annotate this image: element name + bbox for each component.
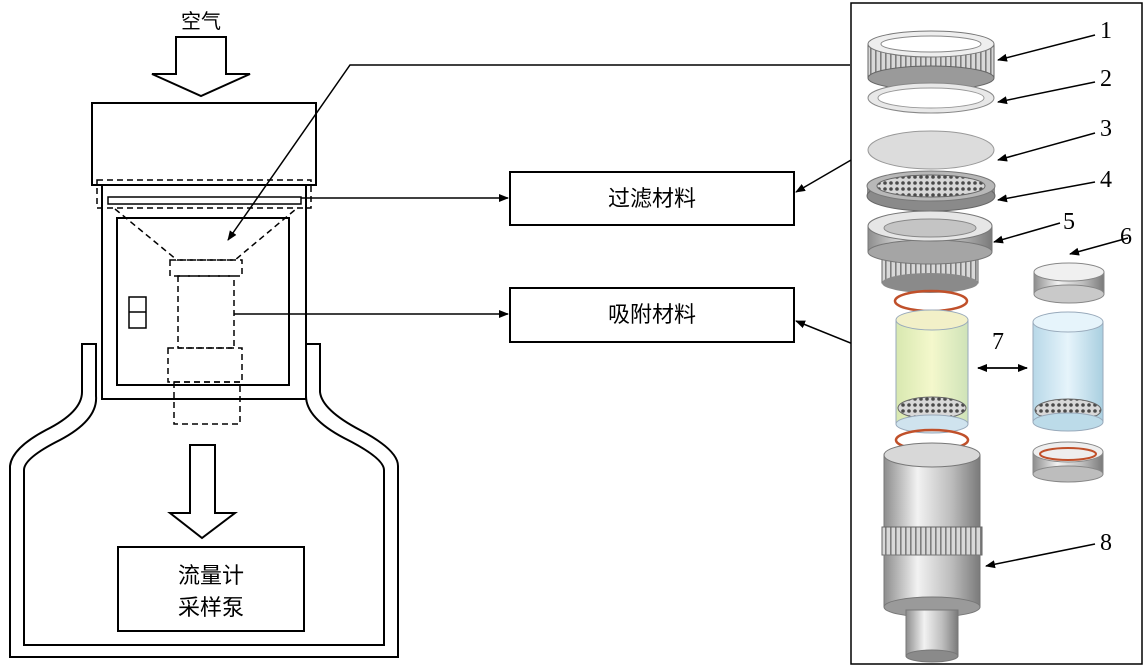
part-number-8: 8 bbox=[1100, 530, 1112, 556]
part-number-1: 1 bbox=[1100, 18, 1112, 44]
adsorbent-material-box bbox=[509, 287, 795, 343]
detail-pointer bbox=[227, 64, 850, 241]
sampling-pump-label: 采样泵 bbox=[178, 596, 244, 621]
air-inlet-arrow bbox=[151, 36, 251, 98]
air-label: 空气 bbox=[181, 9, 221, 33]
part-5-holder bbox=[867, 210, 993, 293]
part-number-3: 3 bbox=[1100, 116, 1112, 142]
connector-lines bbox=[227, 64, 901, 364]
part-2-gasket bbox=[867, 82, 995, 114]
exploded-parts bbox=[866, 30, 1105, 663]
part-3-filter-disc bbox=[867, 130, 995, 170]
part-number-2: 2 bbox=[1100, 66, 1112, 92]
part-7-base-ring bbox=[1032, 441, 1104, 483]
part-1-retaining-ring bbox=[867, 30, 995, 91]
part-pointers bbox=[977, 34, 1129, 569]
filter-material-label: 过滤材料 bbox=[608, 187, 696, 212]
part-6-cap bbox=[1033, 262, 1105, 304]
funnel-dashed bbox=[114, 208, 297, 261]
part-number-7: 7 bbox=[992, 329, 1004, 355]
filter-holder-dashed bbox=[96, 179, 312, 209]
sampler-schematic: 空气 流量计 采样泵 bbox=[9, 9, 399, 658]
part-number-5: 5 bbox=[1063, 209, 1075, 235]
part-number-6: 6 bbox=[1120, 224, 1132, 250]
outlet-arrow bbox=[167, 444, 238, 540]
part-7-cartridge-left bbox=[895, 309, 969, 434]
filter-material-box bbox=[509, 171, 795, 226]
cartridge-dashed bbox=[167, 259, 243, 425]
adsorbent-material-label: 吸附材料 bbox=[608, 303, 696, 328]
part-numbers: 1 2 3 4 5 6 7 8 bbox=[992, 18, 1132, 556]
cap bbox=[91, 102, 317, 186]
pump-box bbox=[117, 546, 305, 632]
part-4-mesh-support bbox=[866, 170, 996, 212]
flowmeter-label: 流量计 bbox=[178, 564, 244, 589]
filter-strip bbox=[107, 196, 302, 205]
material-labels: 过滤材料 吸附材料 bbox=[509, 171, 795, 343]
part-8-body bbox=[881, 442, 983, 663]
part-number-4: 4 bbox=[1100, 167, 1112, 193]
part-7-cartridge-right bbox=[1032, 311, 1104, 432]
